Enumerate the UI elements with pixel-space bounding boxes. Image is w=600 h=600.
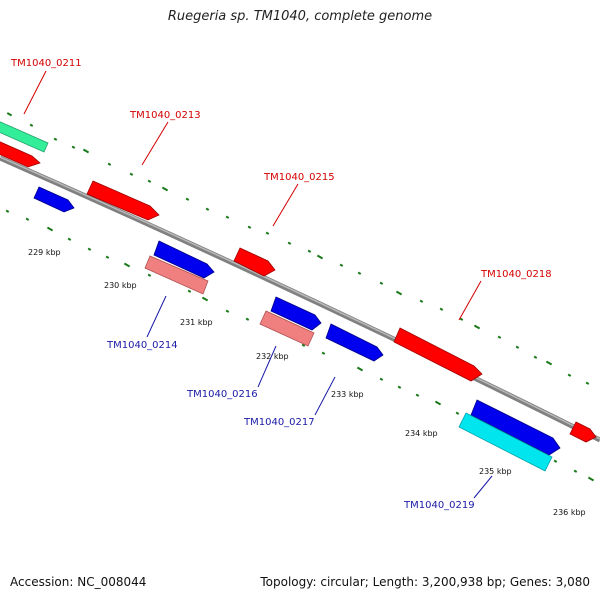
gene-blue-234[interactable] (470, 399, 561, 456)
genome-backbone (0, 155, 600, 443)
gene-tm0211[interactable] (0, 120, 49, 153)
gene-red-right[interactable] (569, 421, 597, 443)
label-tm0211: TM1040_0211 (10, 58, 82, 69)
upper-tick-ring (6, 112, 590, 385)
gene-blue-231[interactable] (270, 296, 322, 331)
label-tm0213: TM1040_0213 (129, 110, 201, 121)
label-tm0218: TM1040_0218 (480, 269, 552, 280)
accession-text: Accession: NC_008044 (10, 575, 147, 589)
genome-backbone-highlight (0, 156, 600, 440)
gene-tm0216[interactable] (259, 310, 315, 347)
tick-label-235: 235 kbp (479, 467, 512, 476)
leader-lines (23, 70, 493, 499)
gene-tm0218[interactable] (393, 327, 483, 382)
tick-label-229: 229 kbp (28, 248, 61, 257)
label-tm0215: TM1040_0215 (263, 172, 335, 183)
gene-tm0214[interactable] (144, 255, 209, 295)
gene-red-0212[interactable] (0, 140, 41, 168)
label-tm0216: TM1040_0216 (186, 389, 258, 400)
label-tm0217: TM1040_0217 (243, 417, 315, 428)
tick-label-230: 230 kbp (104, 281, 137, 290)
tick-label-236: 236 kbp (553, 508, 586, 517)
gene-blue-230[interactable] (153, 240, 215, 279)
map-title: Ruegeria sp. TM1040, complete genome (167, 9, 433, 24)
genome-info-text: Topology: circular; Length: 3,200,938 bp… (260, 575, 590, 589)
tick-label-232: 232 kbp (256, 352, 289, 361)
tick-label-231: 231 kbp (180, 318, 213, 327)
gene-tm0215[interactable] (233, 247, 276, 277)
gene-blue-left[interactable] (33, 186, 75, 213)
tick-label-233: 233 kbp (331, 390, 364, 399)
gene-tm0219[interactable] (458, 412, 553, 472)
tick-label-234: 234 kbp (405, 429, 438, 438)
label-tm0219: TM1040_0219 (403, 500, 475, 511)
label-tm0214: TM1040_0214 (106, 340, 178, 351)
gene-tm0217[interactable] (325, 323, 384, 362)
gene-tm0213[interactable] (86, 180, 160, 221)
